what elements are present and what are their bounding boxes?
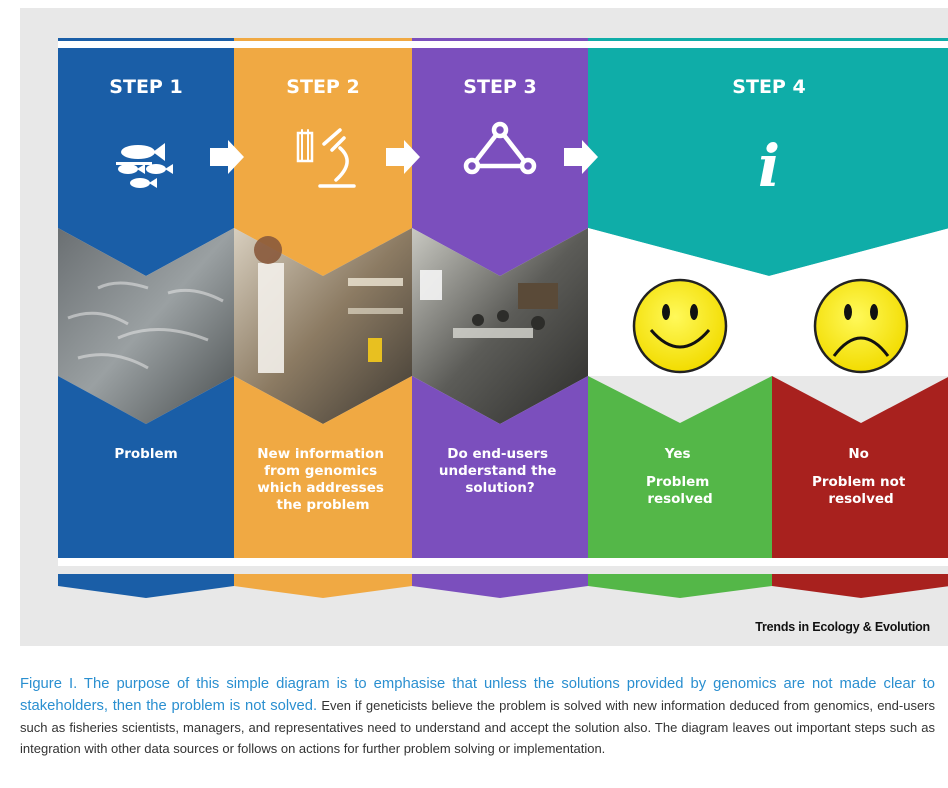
- step-4-title: STEP 4: [732, 76, 805, 98]
- arrow-right-icon: [210, 140, 244, 174]
- arrow-right-icon: [564, 140, 598, 174]
- frowning-face: [813, 278, 909, 374]
- smiley-face: [632, 278, 728, 374]
- no-outcome-panel: [772, 376, 948, 558]
- bottom-rule: [58, 558, 948, 566]
- top-rule: [58, 38, 948, 48]
- step-1-title: STEP 1: [109, 76, 182, 98]
- step-3-title: STEP 3: [463, 76, 536, 98]
- fish-catch-photo: [58, 228, 234, 424]
- arrow-right-icon: [386, 140, 420, 174]
- microscope-icon: [296, 128, 356, 188]
- figure-caption: Figure I. The purpose of this simple dia…: [20, 673, 935, 759]
- step-3-label: Do end-users understand the solution?: [439, 446, 561, 496]
- step-2-column: [234, 48, 412, 558]
- step-2-title: STEP 2: [286, 76, 359, 98]
- meeting-photo: [412, 228, 588, 424]
- figure-panel: STEP 1 STEP 2 STEP 3 STEP 4: [20, 8, 948, 646]
- step-1-label: Problem: [114, 446, 177, 462]
- bottom-chevrons: [58, 574, 948, 598]
- fish-icon: [116, 143, 173, 188]
- step-2-label: New information from genomics which addr…: [257, 446, 389, 513]
- step-1-column: [58, 48, 234, 558]
- four-step-diagram: STEP 1 STEP 2 STEP 3 STEP 4: [58, 38, 948, 598]
- step-4-column: [588, 48, 948, 558]
- step-3-column: [412, 48, 588, 558]
- no-label: No Problem not resolved: [812, 446, 910, 507]
- svg-text:i: i: [758, 132, 780, 200]
- caption-lead: Figure I. The purpose of this simple dia…: [20, 676, 935, 714]
- caption-body: Even if geneticists believe the problem …: [20, 698, 936, 756]
- yes-label: Yes Problem resolved: [646, 446, 714, 507]
- journal-credit: Trends in Ecology & Evolution: [755, 620, 930, 634]
- info-icon: i: [758, 132, 780, 200]
- yes-outcome-panel: [588, 376, 772, 558]
- network-triangle-icon: [463, 121, 537, 175]
